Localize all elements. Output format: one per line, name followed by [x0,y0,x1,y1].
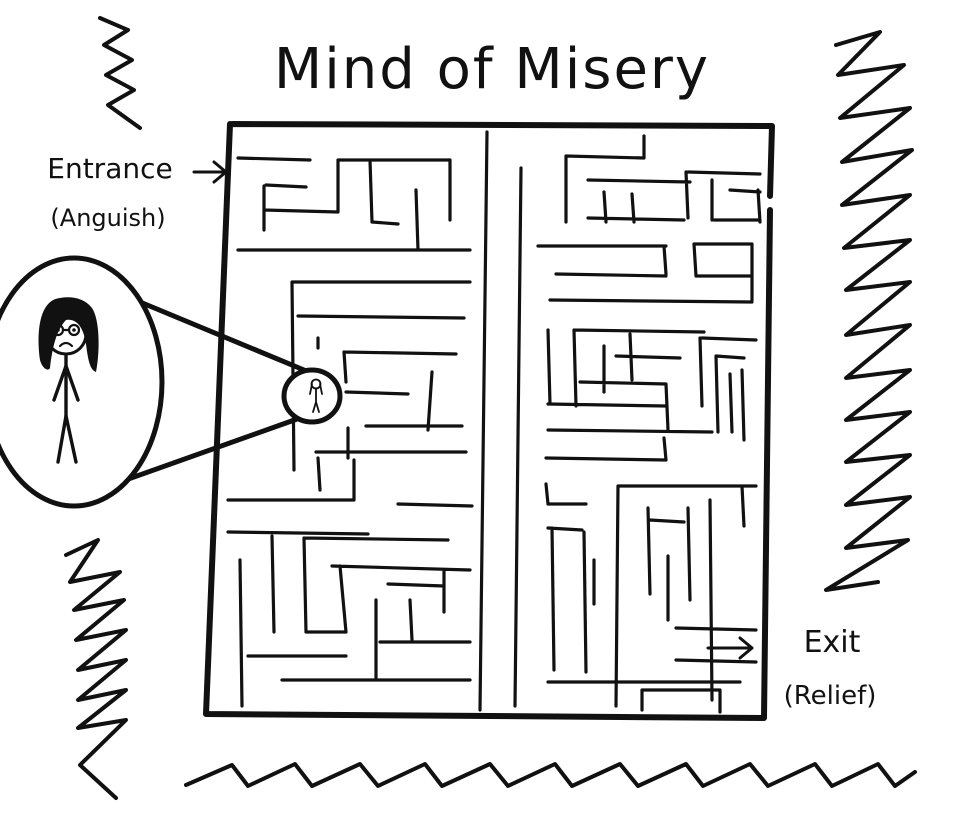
zigzag-bottom-left [64,538,128,800]
stick-figure-small [309,378,323,413]
exit-arrow-icon [706,636,754,660]
maze-outer-wall [203,121,775,721]
figure-hair [38,297,99,372]
zigzag-right [824,30,914,592]
zigzag-bottom [184,762,917,788]
entrance-sublabel: (Anguish) [50,204,165,232]
exit-sublabel: (Relief) [784,681,877,711]
comic-title: Mind of Misery [274,37,710,102]
exit-label: Exit [804,625,861,660]
zoom-lens-icon [0,255,343,509]
arrow-right-icon [192,160,228,184]
zoom-large-circle [0,255,165,509]
maze-walls [226,130,762,714]
stick-figure-icon [38,297,99,464]
zigzag-top-left [98,16,142,130]
zoom-small-circle [281,367,343,425]
zigzag-decorations [64,16,917,800]
entrance-label: Entrance [47,152,172,185]
maze [203,121,775,721]
zoom-cone-lower [117,415,303,485]
zoom-cone-upper [137,299,307,373]
